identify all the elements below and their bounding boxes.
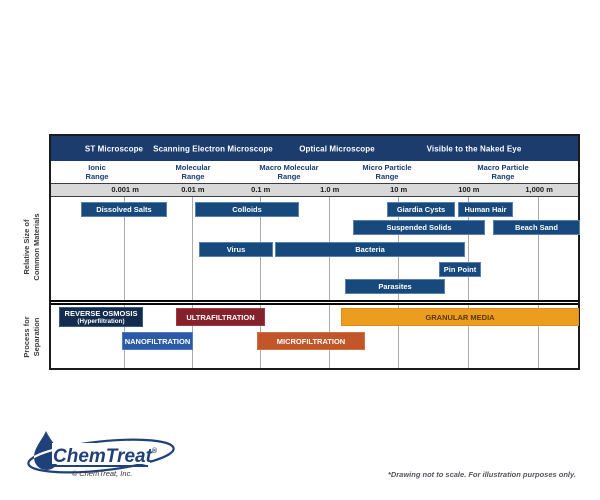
chemtreat-logo-graphic: ChemTreat® © ChemTreat, Inc.: [27, 431, 175, 478]
microscopy-header-label: Scanning Electron Microscope: [153, 144, 273, 153]
microscopy-header-row: ST Microscope Scanning Electron Microscop…: [51, 136, 578, 161]
gridline: [192, 197, 193, 300]
process-bar-label: ULTRAFILTRATION: [186, 312, 255, 322]
material-bar: Virus: [199, 242, 273, 257]
gridline: [468, 305, 469, 368]
gridline: [538, 305, 539, 368]
material-bar: Beach Sand: [493, 220, 580, 235]
range-label-line2: Range: [85, 172, 109, 181]
scale-tick-label: 100 m: [458, 185, 480, 194]
material-bar: Pin Point: [439, 262, 481, 277]
range-label-line1: Macro Molecular: [259, 163, 319, 172]
material-bar: Giardia Cysts: [387, 202, 455, 217]
range-label-line2: Range: [375, 172, 399, 181]
gridline: [468, 197, 469, 300]
process-bar: GRANULAR MEDIA: [341, 308, 579, 326]
disclaimer-footnote: *Drawing not to scale. For illustration …: [387, 470, 576, 479]
range-label-line1: Macro Particle: [477, 163, 529, 172]
process-bar-label: REVERSE OSMOSIS: [64, 309, 138, 318]
material-bar: Bacteria: [275, 242, 465, 257]
logo-swoosh-ellipse: [27, 438, 175, 474]
registered-mark: ®: [152, 447, 158, 455]
filtration-spectrum-chart: ST Microscope Scanning Electron Microscop…: [49, 134, 580, 370]
scale-tick-label: 0.001 m: [111, 185, 139, 194]
process-bar-label: GRANULAR MEDIA: [425, 312, 495, 322]
process-bar: NANOFILTRATION: [122, 332, 193, 350]
scale-tick-label: 10 m: [390, 185, 408, 194]
range-label-line1: Ionic: [88, 163, 106, 172]
logo-text-backdrop: [52, 443, 150, 464]
process-bar: ULTRAFILTRATION: [176, 308, 265, 326]
section-separator: [51, 300, 578, 305]
process-axis-label-line2: Separation: [32, 317, 41, 357]
gridline: [124, 197, 125, 300]
range-label-line2: Range: [277, 172, 301, 181]
process-bar-label: MICROFILTRATION: [276, 336, 346, 346]
logo-underline: [53, 465, 148, 467]
scale-tick-label: 1,000 m: [525, 185, 553, 194]
range-label-line1: Molecular: [175, 163, 211, 172]
process-bar: REVERSE OSMOSIS(Hyperfiltration): [59, 307, 143, 327]
gridline: [538, 197, 539, 300]
material-bar: Human Hair: [458, 202, 513, 217]
logo-wordmark: ChemTreat®: [53, 446, 158, 467]
process-bar: MICROFILTRATION: [257, 332, 365, 350]
micron-scale-row: 0.001 m 0.01 m 0.1 m 1.0 m 10 m 100 m 1,000 m: [51, 183, 578, 197]
material-bar: Suspended Solids: [353, 220, 485, 235]
range-label-line2: Range: [491, 172, 515, 181]
scale-tick-label: 0.01 m: [181, 185, 205, 194]
range-label-line1: Micro Particle: [362, 163, 412, 172]
process-axis-label: Process for Separation: [22, 282, 44, 392]
chemtreat-logo: ChemTreat® © ChemTreat, Inc.: [26, 430, 186, 488]
range-label-line2: Range: [181, 172, 205, 181]
process-bar-label: NANOFILTRATION: [124, 336, 191, 346]
scale-tick-label: 0.1 m: [251, 185, 271, 194]
scale-tick-label: 1.0 m: [320, 185, 340, 194]
microscopy-header-label: Visible to the Naked Eye: [426, 144, 522, 153]
microscopy-header-label: ST Microscope: [84, 144, 144, 153]
material-bar: Dissolved Salts: [81, 202, 167, 217]
logo-copyright: © ChemTreat, Inc.: [72, 469, 133, 478]
process-bar-sublabel: (Hyperfiltration): [77, 318, 125, 325]
gridline: [398, 305, 399, 368]
material-bar: Parasites: [345, 279, 445, 294]
microscopy-header-label: Optical Microscope: [299, 144, 375, 153]
process-section: REVERSE OSMOSIS(Hyperfiltration) ULTRAFIL…: [51, 305, 579, 368]
material-bar: Colloids: [195, 202, 299, 217]
process-axis-label-line1: Process for: [22, 316, 31, 358]
